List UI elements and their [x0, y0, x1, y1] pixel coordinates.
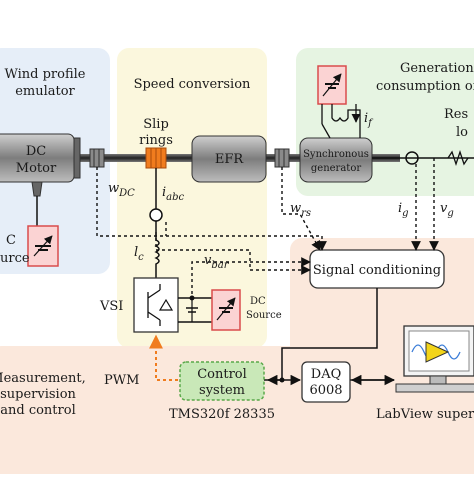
region-generation-title-2: consumption of e: [376, 79, 474, 94]
efr-label: EFR: [215, 152, 245, 167]
control-system-label-1: Control: [197, 367, 247, 382]
pwm-label: PWM: [104, 373, 139, 388]
signal-i-g: ig: [398, 201, 409, 219]
region-wind-title-1: Wind profile: [4, 67, 85, 82]
vsi-dc-source: [198, 289, 241, 331]
load-label-2: lo: [456, 125, 468, 140]
pwm-line: [149, 334, 178, 381]
dc-motor-label-1: DC: [26, 144, 46, 159]
coupling-2: [274, 148, 290, 168]
field-source: [317, 65, 361, 139]
coupling-1: [89, 148, 105, 168]
tms-label: TMS320f 28335: [169, 407, 275, 422]
signal-v-g: vg: [440, 201, 454, 219]
slip-rings-label-2: rings: [139, 133, 173, 148]
vsi-dc-source-label-1: DC: [250, 296, 266, 307]
left-dc-source: C urce: [0, 225, 59, 267]
daq-block: DAQ 6008: [301, 361, 351, 403]
synchronous-generator: Synchronous generator: [299, 137, 373, 183]
daq-label-2: 6008: [309, 383, 342, 398]
region-measurement-title-1: Measurement,: [0, 371, 86, 386]
junction-dot: [279, 377, 285, 383]
efr-block: EFR: [191, 135, 267, 183]
vsi-label: VSI: [99, 299, 123, 314]
region-measurement-title-2: supervision: [0, 387, 76, 402]
signal-w-rs: wrs: [290, 201, 311, 219]
current-sensor-icon: [149, 208, 163, 222]
signal-v-bar: vbar: [204, 253, 230, 271]
labview-computer-icon: [395, 325, 474, 393]
region-speed: [117, 48, 267, 348]
region-wind-title-2: emulator: [15, 84, 75, 99]
dc-motor-label-2: Motor: [16, 161, 57, 176]
region-generation-title-1: Generation a: [400, 61, 474, 76]
vsi-dc-source-label-2: Source: [246, 310, 282, 321]
slip-rings-label-1: Slip: [143, 117, 169, 132]
labview-label: LabView supervi: [376, 407, 474, 422]
signal-l-c: lc: [134, 245, 144, 263]
signal-i-abc: iabc: [162, 185, 185, 203]
signal-i-f: if: [364, 111, 374, 129]
signal-conditioning: Signal conditioning: [309, 249, 445, 289]
region-measurement-title-3: and control: [0, 403, 75, 418]
signal-w-dc: wDC: [108, 181, 135, 199]
inductor-lc: [154, 221, 160, 278]
vsi-block: [133, 277, 198, 333]
daq-label-1: DAQ: [311, 367, 341, 382]
left-source-label-2: urce: [0, 251, 30, 266]
left-source-label-1: C: [6, 233, 16, 248]
dc-motor: DC Motor: [0, 133, 81, 197]
load-label-1: Res: [444, 107, 468, 122]
region-speed-title: Speed conversion: [134, 77, 251, 92]
sync-gen-label-2: generator: [311, 163, 361, 174]
sync-gen-label-1: Synchronous: [303, 149, 369, 160]
control-system: Control system: [179, 361, 265, 401]
control-system-label-2: system: [199, 383, 245, 398]
signal-conditioning-label: Signal conditioning: [313, 263, 441, 278]
slip-rings: Slip rings: [139, 117, 173, 169]
generator-output: [372, 149, 474, 167]
